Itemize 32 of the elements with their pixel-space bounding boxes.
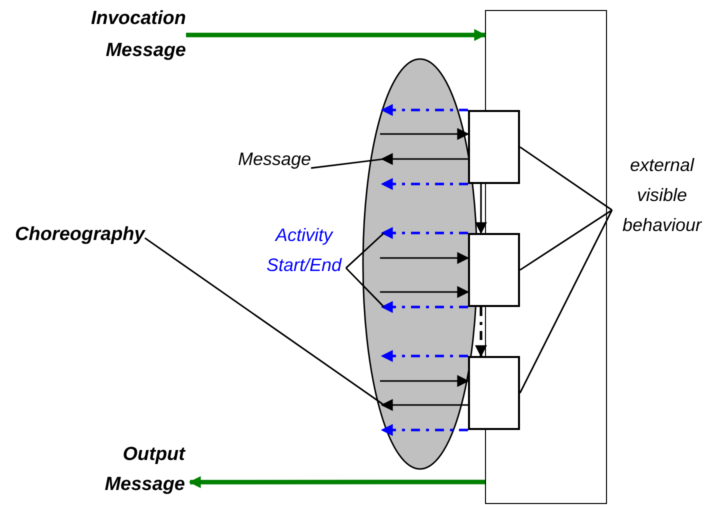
activity-box (468, 233, 520, 307)
choreography-label: Choreography (15, 223, 145, 247)
leader-line (345, 267, 385, 308)
arrow (380, 104, 468, 116)
leader-line (144, 237, 384, 406)
message-label: Message (238, 148, 312, 171)
arrow (380, 227, 468, 239)
arrow (380, 375, 470, 387)
arrow (380, 301, 468, 313)
arrow (188, 476, 485, 488)
arrow (380, 399, 468, 411)
message-label: Invocation Message (90, 7, 186, 63)
behaviour-label: external visible behaviour (621, 154, 703, 237)
leader-line (520, 209, 612, 271)
activity-box (468, 110, 520, 184)
arrow (380, 350, 468, 362)
leader-line (345, 232, 385, 269)
message-label: Output Message (104, 443, 186, 497)
activity-box (468, 356, 520, 430)
arrow (380, 153, 468, 165)
leader-line (520, 146, 612, 211)
leader-line (310, 158, 384, 169)
arrow (380, 424, 468, 436)
arrow (380, 252, 470, 264)
arrow (380, 178, 468, 190)
arrow (380, 128, 470, 140)
arrow (380, 286, 470, 298)
arrow (475, 184, 487, 234)
arrow (475, 307, 487, 358)
activity-label: Activity Start/End (265, 224, 343, 277)
leader-line (519, 210, 613, 394)
arrow (186, 29, 486, 41)
